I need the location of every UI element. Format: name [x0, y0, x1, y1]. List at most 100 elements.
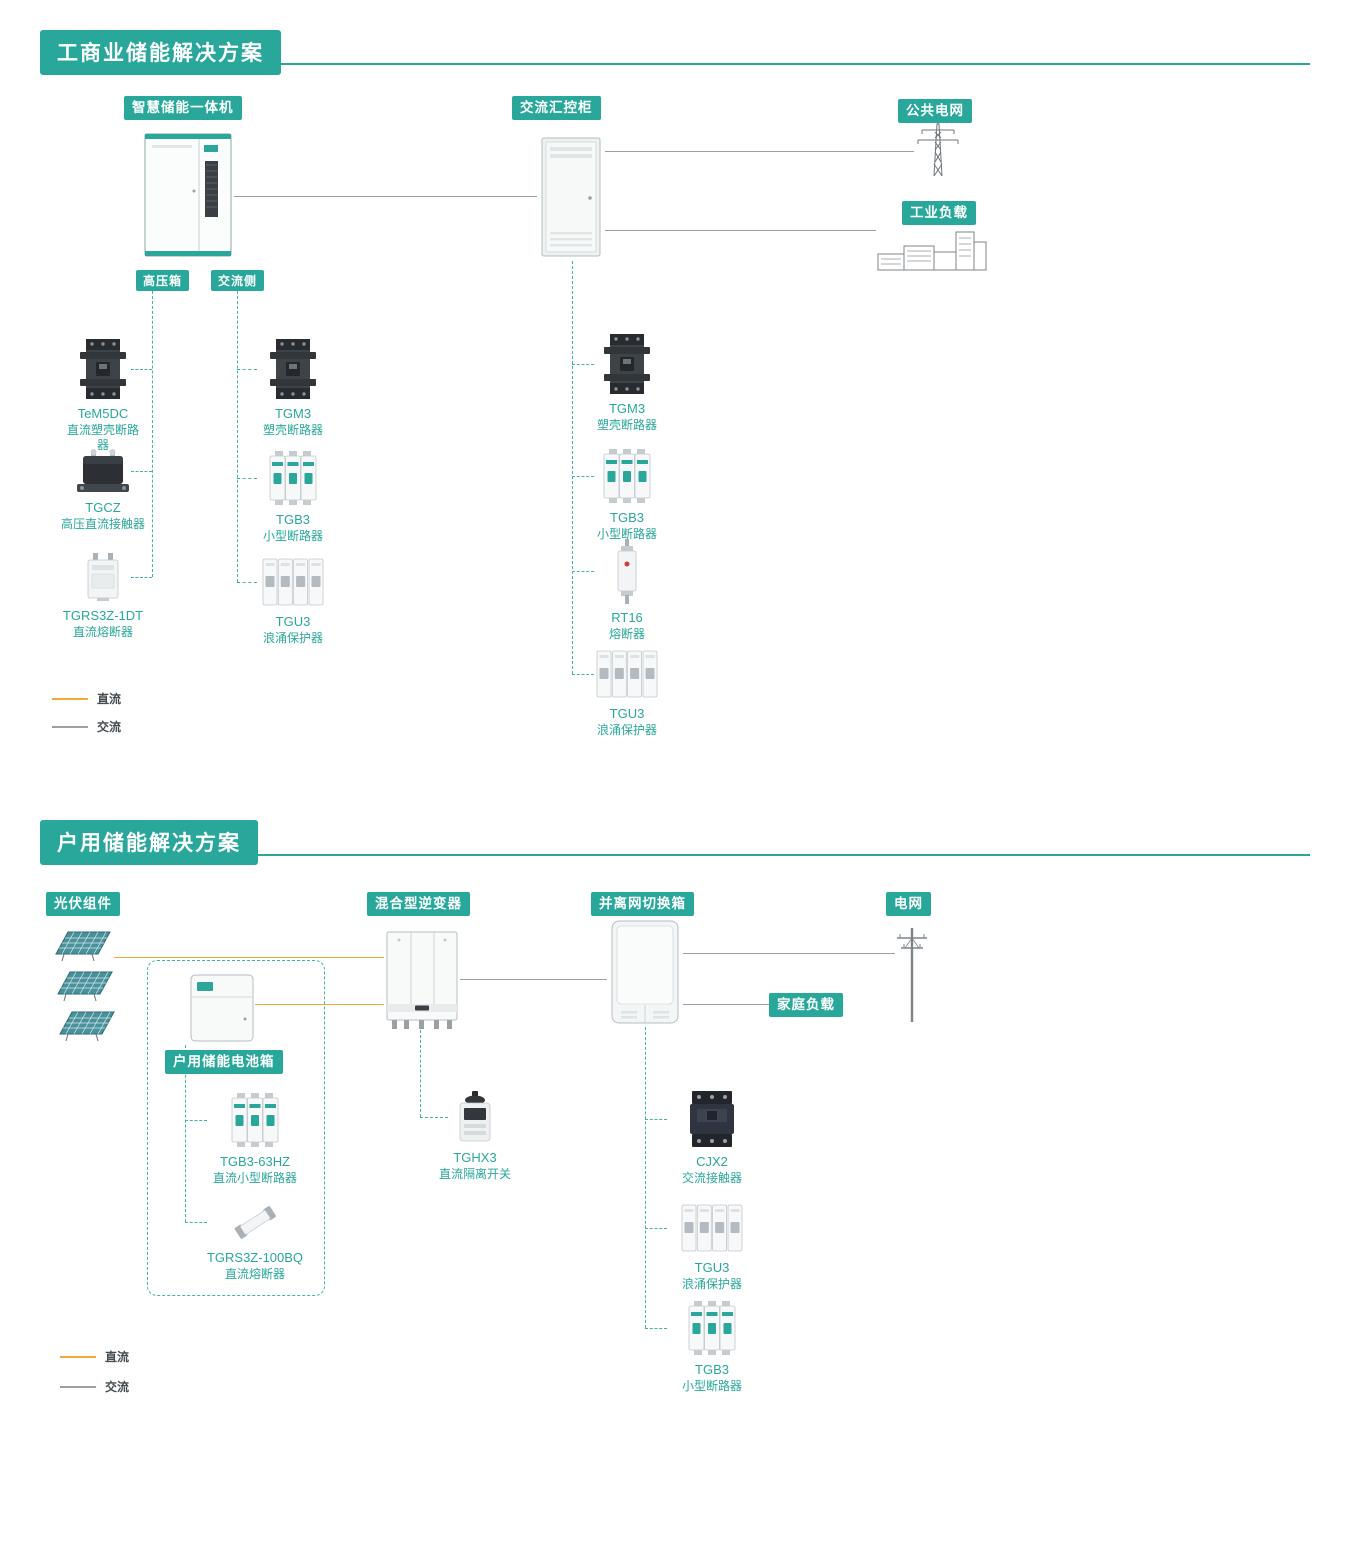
- section2-title: 户用储能解决方案: [40, 820, 258, 865]
- product-desc: 交流接触器: [681, 1170, 742, 1185]
- product-tgu3-acside: TGU3 浪涌保护器: [247, 556, 339, 646]
- dashed-connector: [131, 471, 152, 472]
- solar-panel-icon: [50, 966, 114, 1002]
- label-industrial-load: 工业负载: [902, 201, 976, 225]
- product-model: TGU3: [694, 1260, 730, 1275]
- mccb-icon: [601, 333, 653, 395]
- product-model: TGB3-63HZ: [219, 1154, 291, 1169]
- product-tgm3-acside: TGM3 塑壳断路器: [253, 338, 333, 438]
- product-tgcz: TGCZ 高压直流接触器: [60, 448, 146, 532]
- product-model: TGCZ: [85, 500, 121, 515]
- mcb-icon: [231, 1092, 279, 1148]
- ac-line-machine-to-cabinet: [234, 196, 537, 197]
- dashed-connector: [237, 369, 257, 370]
- legend-dc-label: 直流: [97, 692, 122, 706]
- legend-ac-label: 交流: [97, 720, 122, 734]
- dashed-connector: [237, 582, 257, 583]
- product-desc: 浪涌保护器: [262, 630, 323, 645]
- dashed-connector: [152, 291, 153, 577]
- section1-title-rule: [40, 63, 1310, 65]
- hv-contactor-icon: [76, 448, 130, 494]
- product-model: TGB3: [610, 510, 644, 525]
- dc-line-pv-to-inverter: [114, 957, 384, 958]
- cylindrical-fuse-icon: [233, 1200, 277, 1244]
- label-public-grid: 公共电网: [898, 99, 972, 123]
- product-desc: 直流塑壳断路器: [66, 422, 139, 453]
- transmission-tower-icon: [914, 114, 962, 178]
- nh-fuse-icon: [614, 538, 640, 604]
- product-desc: 直流隔离开关: [438, 1166, 511, 1181]
- mcb-icon: [269, 450, 317, 506]
- dashed-connector: [572, 261, 573, 674]
- product-desc: 熔断器: [608, 626, 645, 641]
- spd-icon: [596, 648, 658, 700]
- label-smart-storage-machine: 智慧储能一体机: [124, 96, 242, 120]
- legend-dc-line: [60, 1356, 96, 1358]
- product-tgu3-switch: TGU3 浪涌保护器: [666, 1202, 758, 1292]
- ac-contactor-icon: [689, 1090, 735, 1148]
- dashed-connector: [131, 577, 152, 578]
- product-tgrs3z-1dt: TGRS3Z-1DT 直流熔断器: [58, 552, 148, 640]
- section1-title: 工商业储能解决方案: [40, 30, 281, 75]
- label-pv-modules: 光伏组件: [46, 892, 120, 916]
- dashed-connector: [185, 1222, 207, 1223]
- dashed-connector: [572, 364, 594, 365]
- mccb-icon: [77, 338, 129, 400]
- solar-panel-icon: [52, 1006, 116, 1042]
- battery-box-icon: [189, 973, 255, 1045]
- label-hv-box: 高压箱: [136, 270, 190, 291]
- label-home-load: 家庭负载: [769, 993, 843, 1017]
- product-model: TGU3: [275, 614, 311, 629]
- product-tgu3-cabinet: TGU3 浪涌保护器: [581, 648, 673, 738]
- legend-dc-label: 直流: [105, 1350, 130, 1364]
- factory-icon: [876, 226, 988, 272]
- mcb-icon: [603, 448, 651, 504]
- product-tgm3-cabinet: TGM3 塑壳断路器: [587, 333, 667, 433]
- inverter-icon: [384, 930, 460, 1030]
- battery-box-enclosure: [147, 960, 325, 1296]
- dashed-connector: [131, 369, 152, 370]
- ac-line-switch-to-home: [683, 1004, 769, 1005]
- dashed-connector: [645, 1328, 667, 1329]
- ac-line-cabinet-to-grid: [605, 151, 914, 152]
- utility-pole-icon: [895, 924, 929, 1024]
- product-desc: 塑壳断路器: [262, 422, 323, 437]
- legend-ac-label: 交流: [105, 1380, 130, 1394]
- spd-icon: [681, 1202, 743, 1254]
- label-grid: 电网: [886, 892, 931, 916]
- product-tgb3-acside: TGB3 小型断路器: [253, 450, 333, 544]
- spd-icon: [262, 556, 324, 608]
- solar-panel-icon: [48, 926, 112, 962]
- dashed-connector: [645, 1027, 646, 1328]
- dashed-connector: [420, 1030, 421, 1117]
- product-model: RT16: [611, 610, 643, 625]
- dashed-connector: [237, 291, 238, 582]
- dashed-connector: [645, 1228, 667, 1229]
- legend-dc-line: [52, 698, 88, 700]
- product-model: TGRS3Z-100BQ: [206, 1250, 304, 1265]
- product-rt16: RT16 熔断器: [587, 538, 667, 642]
- dashed-connector: [185, 1045, 186, 1222]
- product-desc: 高压直流接触器: [60, 516, 145, 531]
- product-desc: 小型断路器: [262, 528, 323, 543]
- product-desc: 浪涌保护器: [596, 722, 657, 737]
- mcb-icon: [688, 1300, 736, 1356]
- label-battery-box: 户用储能电池箱: [165, 1050, 283, 1074]
- product-desc: 直流小型断路器: [212, 1170, 297, 1185]
- ac-line-cabinet-to-load: [605, 230, 876, 231]
- label-ac-side: 交流侧: [211, 270, 265, 291]
- switch-box-icon: [607, 919, 683, 1027]
- product-tgb3-63hz: TGB3-63HZ 直流小型断路器: [207, 1092, 303, 1186]
- mccb-icon: [267, 338, 319, 400]
- product-model: TGM3: [274, 406, 312, 421]
- dashed-connector: [237, 478, 257, 479]
- label-hybrid-inverter: 混合型逆变器: [367, 892, 470, 916]
- product-tgrs3z-100bq: TGRS3Z-100BQ 直流熔断器: [200, 1200, 310, 1282]
- label-ac-control-cabinet: 交流汇控柜: [512, 96, 601, 120]
- dashed-connector: [185, 1120, 207, 1121]
- product-model: TGB3: [276, 512, 310, 527]
- product-tghx3: TGHX3 直流隔离开关: [430, 1090, 520, 1182]
- dashed-connector: [572, 571, 594, 572]
- ac-control-cabinet-icon: [537, 136, 605, 260]
